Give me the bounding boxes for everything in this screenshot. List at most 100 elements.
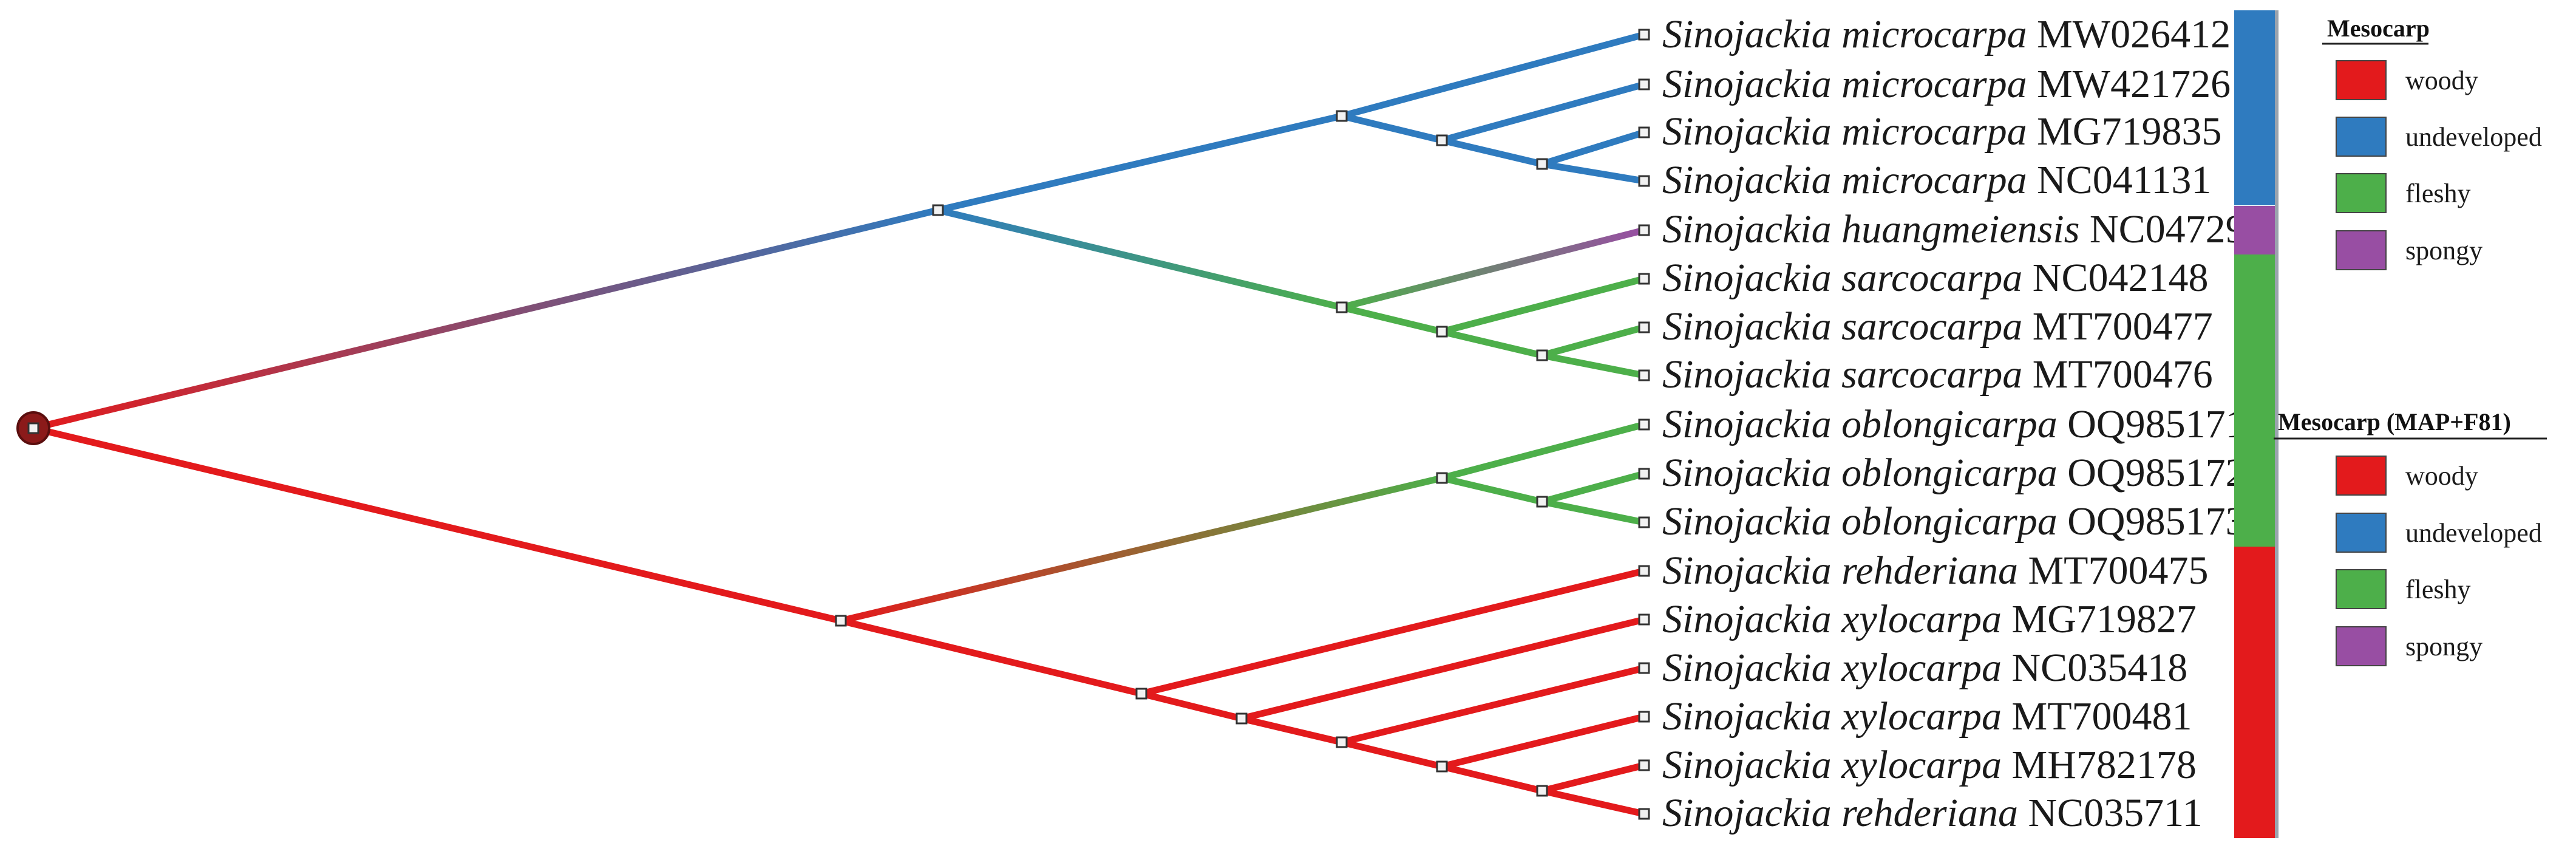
legend-swatch [2336, 117, 2387, 157]
tip-marker [1638, 175, 1650, 187]
tree-branch [1538, 762, 1648, 794]
tree-branch [1338, 739, 1446, 770]
tip-label: Sinojackia huangmeiensis NC047297 [1662, 207, 2266, 251]
legend-swatch [2336, 626, 2387, 666]
tip-marker [1638, 418, 1650, 431]
tree-branch [1538, 352, 1648, 379]
tip-label: Sinojackia microcarpa MG719835 [1662, 109, 2221, 154]
state-bar-segment [2234, 547, 2277, 838]
tip-label: Sinojackia xylocarpa NC035418 [1662, 646, 2187, 690]
tip-marker [1638, 516, 1650, 528]
tip-label: Sinojackia rehderiana MT700475 [1662, 548, 2208, 593]
tree-branch [1138, 567, 1648, 697]
tree-branch [30, 207, 942, 432]
accession: MW026412 [2037, 12, 2231, 56]
trait-state-bar [2234, 10, 2279, 838]
species-name: Sinojackia oblongicarpa [1662, 451, 2058, 495]
tip-label: Sinojackia xylocarpa MT700481 [1662, 694, 2192, 739]
tree-branch [1438, 763, 1546, 794]
tip-label: Sinojackia xylocarpa MH782178 [1662, 743, 2197, 787]
tip-marker [1638, 662, 1650, 674]
legend-mesocarp: Mesocarp woody undeveloped fleshy spongy [2322, 15, 2542, 270]
tip-marker [1638, 224, 1650, 236]
tip-label: Sinojackia microcarpa MW026412 [1662, 12, 2231, 56]
tip-label: Sinojackia sarcocarpa MT700477 [1662, 304, 2213, 349]
tip-label: Sinojackia xylocarpa MG719827 [1662, 597, 2197, 641]
tree-branch [1438, 713, 1648, 770]
species-name: Sinojackia microcarpa [1662, 12, 2027, 56]
legend-title: Mesocarp [2327, 15, 2430, 42]
node-marker [1436, 326, 1448, 338]
tree-branch [1338, 31, 1648, 120]
tip-label: Sinojackia microcarpa NC041131 [1662, 158, 2211, 202]
node-marker [1336, 301, 1348, 313]
node-marker [1436, 760, 1448, 773]
tip-marker [1638, 321, 1650, 333]
species-name: Sinojackia sarcocarpa [1662, 256, 2022, 300]
tree-branch [1538, 324, 1648, 359]
tip-marker [1638, 711, 1650, 723]
legend-swatch [2336, 569, 2387, 609]
tip-marker [1638, 126, 1650, 138]
legend-swatch [2336, 456, 2387, 496]
tree-branch [1238, 616, 1648, 722]
node-marker [1536, 158, 1548, 170]
state-bar-segment [2234, 254, 2277, 547]
tree-branch [1538, 470, 1648, 505]
tip-marker [1638, 808, 1650, 820]
species-name: Sinojackia oblongicarpa [1662, 499, 2058, 544]
tree-branch [837, 617, 1145, 697]
accession: MT700481 [2012, 694, 2192, 739]
accession: OQ985173 [2067, 499, 2245, 544]
tree-branch [934, 207, 1345, 311]
accession: OQ985171 [2067, 402, 2245, 446]
tip-label: Sinojackia oblongicarpa OQ985172 [1662, 451, 2246, 495]
species-name: Sinojackia microcarpa [1662, 62, 2027, 106]
tip-label: Sinojackia microcarpa MW421726 [1662, 62, 2231, 106]
species-name: Sinojackia xylocarpa [1662, 743, 2002, 787]
tree-branch [1338, 304, 1446, 335]
legend-swatch [2336, 173, 2387, 213]
species-name: Sinojackia huangmeiensis [1662, 207, 2079, 251]
node-marker [1536, 349, 1548, 361]
accession: OQ985172 [2067, 451, 2245, 495]
tree-branch [1538, 160, 1648, 185]
tree-branch [1338, 227, 1648, 311]
tree-branch [934, 112, 1345, 214]
accession: MT700477 [2033, 304, 2213, 349]
species-name: Sinojackia xylocarpa [1662, 694, 2002, 739]
tree-branch [1538, 498, 1648, 526]
accession: NC035711 [2028, 791, 2202, 835]
tree-branch [1438, 328, 1546, 359]
tree-branch [1338, 112, 1446, 144]
legend-label: fleshy [2405, 575, 2471, 604]
node-marker [1436, 472, 1448, 484]
tree-branch [1438, 474, 1546, 505]
species-name: Sinojackia sarcocarpa [1662, 352, 2022, 397]
tip-marker [1638, 468, 1650, 480]
legend-swatch [2336, 60, 2387, 100]
species-name: Sinojackia xylocarpa [1662, 597, 2002, 641]
tip-label: Sinojackia oblongicarpa OQ985173 [1662, 499, 2246, 544]
legend-title: Mesocarp (MAP+F81) [2278, 408, 2511, 435]
tip-marker [1638, 369, 1650, 381]
legend-swatch [2336, 513, 2387, 553]
legend-mesocarp-map-f81: Mesocarp (MAP+F81) woody undeveloped fle… [2274, 408, 2547, 666]
tree-branch [1538, 129, 1648, 168]
tree-branch [1438, 275, 1648, 335]
tree-branch [1538, 787, 1648, 818]
state-bar-segment [2234, 206, 2277, 254]
node-marker [835, 615, 847, 627]
tree-nodes [16, 29, 1650, 820]
tree-branch [1438, 421, 1648, 482]
node-marker [1336, 736, 1348, 748]
tip-label: Sinojackia sarcocarpa NC042148 [1662, 256, 2208, 300]
legend-label: undeveloped [2405, 122, 2542, 152]
node-marker [1436, 134, 1448, 146]
tip-label: Sinojackia oblongicarpa OQ985171 [1662, 402, 2246, 446]
tip-marker [1638, 613, 1650, 626]
legend-label: fleshy [2405, 179, 2471, 208]
legend-label: undeveloped [2405, 518, 2542, 548]
legend-label: spongy [2405, 632, 2483, 661]
